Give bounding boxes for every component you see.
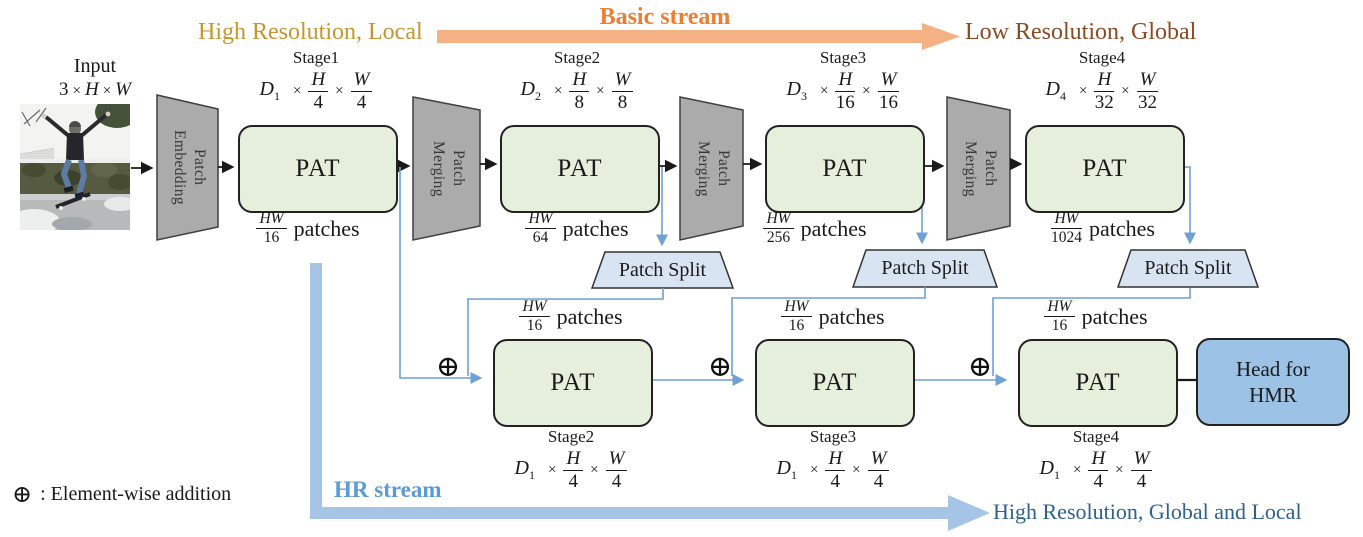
label-high-res-local: High Resolution, Local <box>198 19 423 45</box>
input-dimensions: 3×H×W <box>30 79 160 101</box>
pat-block-stage2: PAT <box>500 125 660 213</box>
input-title: Input <box>73 55 117 77</box>
patch-split-1-trapezoid <box>590 251 735 289</box>
head-for-hmr-block: Head for HMR <box>1196 338 1350 426</box>
oplus-icon: ⊕ <box>12 480 33 508</box>
basic-stream-arrow-bar <box>437 30 922 43</box>
patch-split-3-label: Patch Split <box>1144 257 1232 279</box>
patch-merging-3-label: Patch Merging <box>962 140 999 197</box>
hr-pat-block-stage3: PAT <box>755 339 915 427</box>
line-split1-to-hr-pat2 <box>467 288 664 376</box>
hr-stream-arrowhead <box>948 495 990 531</box>
patch-split-1-label: Patch Split <box>618 258 707 281</box>
times-sign: × <box>102 83 112 99</box>
patch-merging-2-trapezoid <box>679 96 744 241</box>
hr-pat-block-stage2: PAT <box>493 339 653 427</box>
basic-stream-arrowhead <box>922 23 960 50</box>
hr-stream-vertical-bar <box>310 263 322 519</box>
label-basic-stream: Basic stream <box>599 4 731 30</box>
input-photo <box>20 104 130 230</box>
line-stage1-to-hr-pat2 <box>399 167 483 384</box>
elementwise-add-node-3: ⊕ <box>967 349 993 383</box>
pat-block-stage4: PAT <box>1025 125 1185 213</box>
pat-block-stage3: PAT <box>765 125 925 213</box>
patch-merging-2-label: Patch Merging <box>695 140 732 197</box>
label-high-res-global-local: High Resolution, Global and Local <box>993 499 1302 524</box>
patch-embedding-trapezoid <box>156 94 219 241</box>
label-low-res-global: Low Resolution, Global <box>965 19 1197 45</box>
input-height-var: H <box>84 79 99 100</box>
legend-elementwise-addition: ⊕ : Element-wise addition <box>12 480 232 508</box>
patch-embedding-label: Patch Embedding <box>171 129 208 206</box>
hr-pat-block-stage4: PAT <box>1018 339 1178 427</box>
patch-merging-1-trapezoid <box>412 96 481 241</box>
line-split3-to-hr-pat4 <box>992 288 1191 376</box>
times-sign: × <box>72 83 81 99</box>
patch-split-3-trapezoid <box>1116 249 1260 288</box>
line-split2-to-hr-pat3 <box>731 287 926 376</box>
patch-merging-1-label: Patch Merging <box>430 140 467 197</box>
patch-split-2-label: Patch Split <box>881 257 969 279</box>
elementwise-add-node-1: ⊕ <box>435 349 461 383</box>
input-channels: 3 <box>59 79 69 100</box>
label-hr-stream: HR stream <box>334 477 442 502</box>
elementwise-add-node-2: ⊕ <box>707 349 733 383</box>
patch-merging-3-trapezoid <box>946 96 1011 241</box>
hr-stream-horizontal-bar <box>310 507 948 519</box>
patch-split-2-trapezoid <box>851 249 999 288</box>
pat-block-stage1: PAT <box>238 125 398 213</box>
input-width-var: W <box>115 79 131 100</box>
